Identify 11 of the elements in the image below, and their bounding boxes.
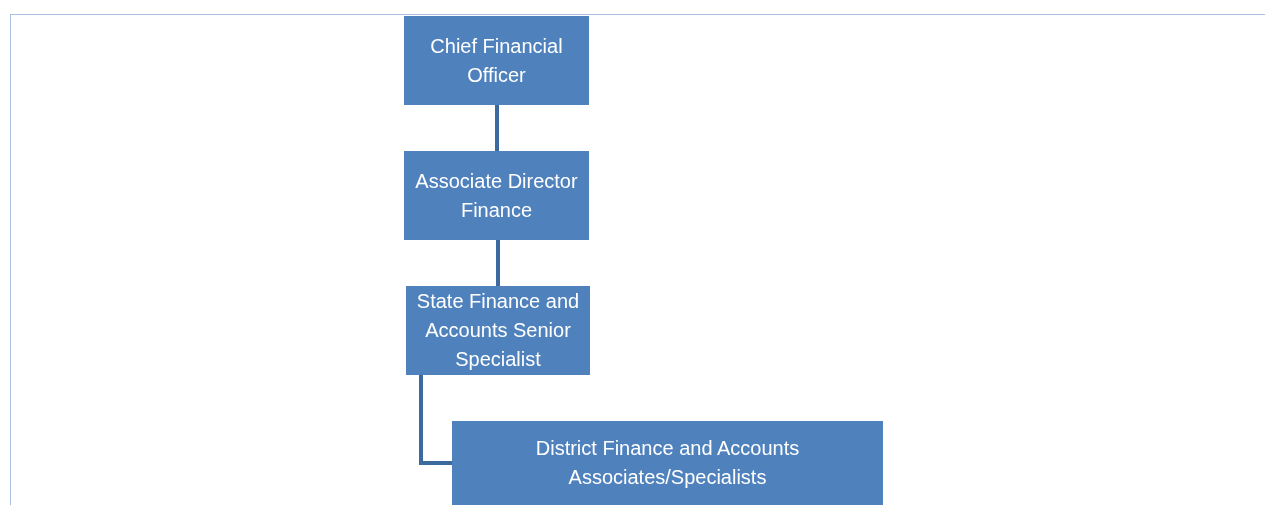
role-title: Associate Director Finance <box>414 168 579 223</box>
role-box <box>452 421 883 505</box>
role-box <box>404 16 589 105</box>
role-box <box>404 151 589 240</box>
connector-line <box>495 105 499 151</box>
role-title: Chief Financial Officer <box>429 33 564 88</box>
connector-line <box>419 375 452 465</box>
connector-line <box>496 240 500 286</box>
role-box <box>406 286 590 375</box>
role-title: District Finance and Accounts Associates/Specialists <box>534 436 801 490</box>
role-title: State Finance and Accounts Senior Specialist <box>415 289 581 372</box>
